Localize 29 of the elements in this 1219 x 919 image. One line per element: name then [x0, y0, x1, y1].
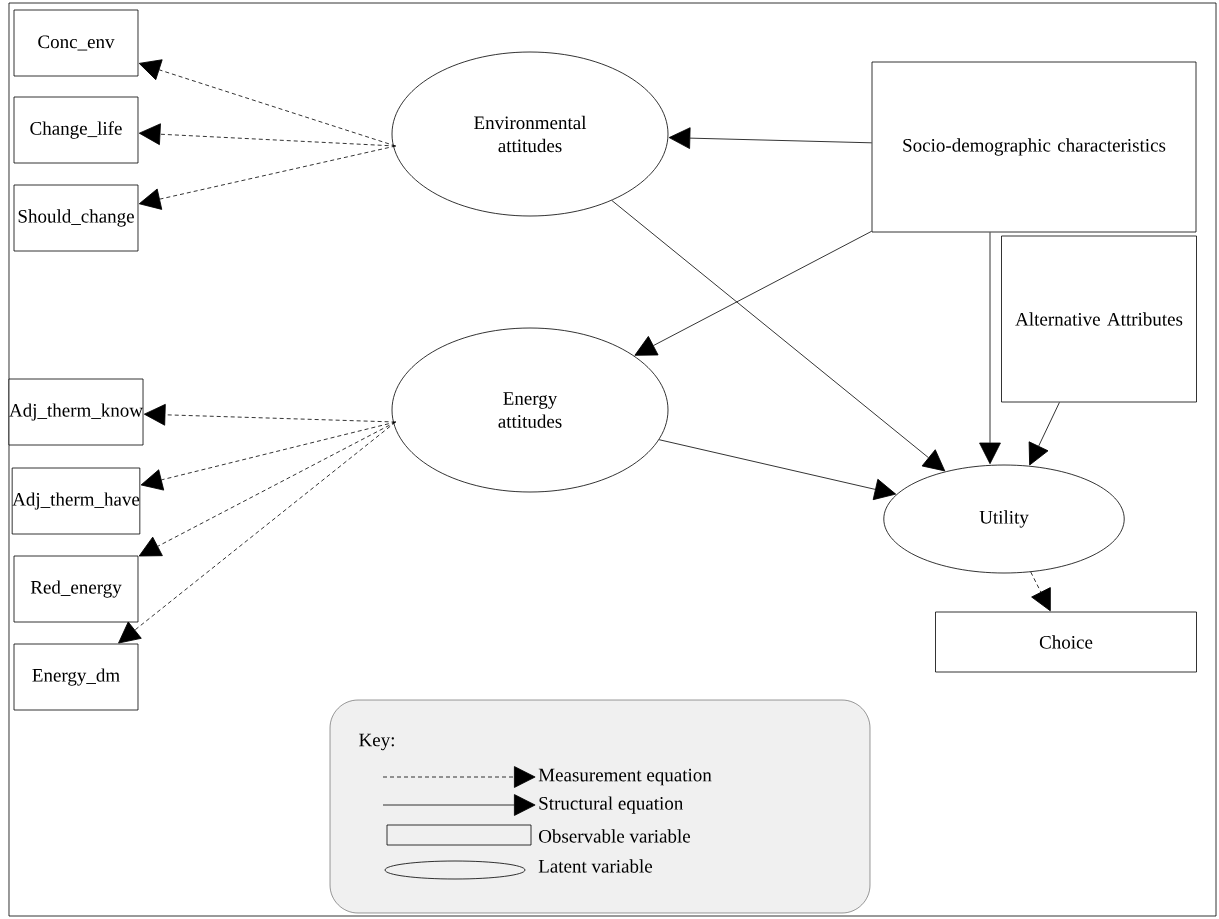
arrow [979, 232, 1001, 465]
arrow [138, 59, 396, 147]
observable-box: Should_change [13, 184, 139, 252]
arrow [611, 200, 946, 472]
observable-box: Adj_therm_know [8, 378, 144, 446]
arrow [140, 421, 396, 491]
legend-entry: Measurement equation [382, 766, 712, 788]
arrow [138, 123, 396, 147]
arrow [634, 230, 872, 356]
observable-box: Adj_therm_have [11, 467, 141, 535]
arrow [1030, 571, 1051, 612]
arrow [143, 403, 396, 426]
observable-box: Change_life [13, 96, 139, 164]
observable-box: Red_energy [13, 555, 139, 623]
arrow [138, 145, 396, 210]
observable-box: Choice [935, 611, 1197, 673]
observable-box: Conc_env [13, 9, 139, 77]
observable-box: Alternative Attributes [1001, 235, 1197, 403]
arrow [1028, 402, 1060, 466]
arrow [668, 127, 872, 149]
key-heading: Key: [359, 733, 394, 751]
arrow [138, 421, 396, 557]
legend-entry: Observable variable [386, 824, 690, 846]
observable-box: Socio-demographic characteristics [871, 61, 1197, 233]
arrow [658, 439, 897, 501]
legend-entry: Structural equation [382, 794, 684, 816]
legend-entry: Latent variable [384, 859, 653, 880]
observable-box: Energy_dm [13, 643, 139, 711]
arrow [118, 421, 396, 644]
